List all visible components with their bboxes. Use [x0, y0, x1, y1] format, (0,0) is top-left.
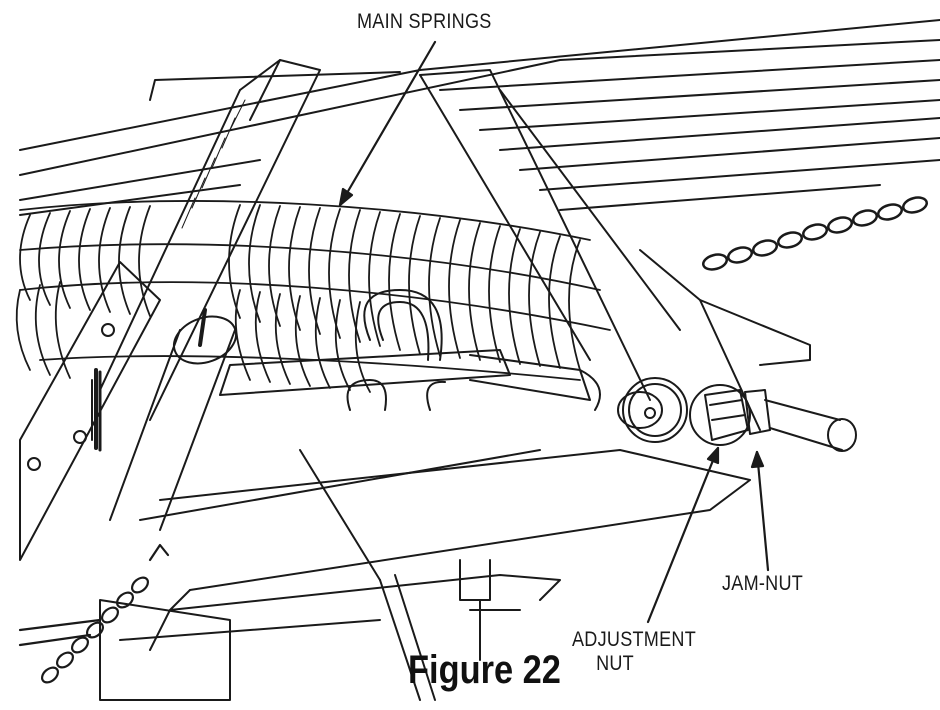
adjustment-nut-label-line2: NUT [596, 651, 634, 675]
chain-left [18, 543, 170, 684]
pivot-washer [617, 377, 751, 446]
main-springs [15, 200, 611, 393]
figure-caption: Figure 22 [408, 648, 561, 692]
jam-nut-label: JAM-NUT [722, 572, 804, 595]
callout-leaders [338, 40, 770, 624]
main-rod [219, 349, 601, 411]
tube [109, 308, 237, 531]
adjustment-nut-label: ADJUSTMENT NUT [572, 628, 696, 675]
adjustment-nut [704, 389, 749, 441]
main-springs-label: MAIN SPRINGS [357, 10, 492, 33]
left-bracket-plate [19, 261, 161, 561]
left-diagonal-arm [99, 59, 321, 421]
right-vertical-arm [419, 69, 811, 431]
lower-frame [99, 449, 751, 701]
spring-hook [346, 289, 446, 411]
upper-frame-lines [19, 19, 940, 216]
adjustment-nut-label-line1: ADJUSTMENT [572, 628, 696, 651]
jam-nut [744, 389, 771, 435]
threaded-rod [764, 399, 857, 452]
chain-right [702, 196, 928, 271]
